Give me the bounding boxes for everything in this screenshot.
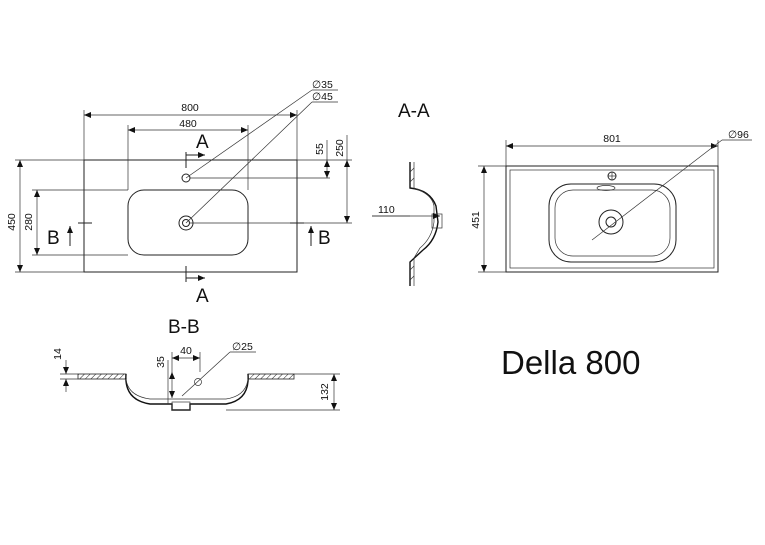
section-bb-left-slab xyxy=(77,373,127,380)
dim-132: 132 xyxy=(319,383,331,401)
dim-250: 250 xyxy=(334,139,346,157)
dim-55: 55 xyxy=(314,143,326,155)
top-view: 800 480 450 280 55 250 ∅35 ∅45 xyxy=(6,79,352,307)
dim-280: 280 xyxy=(23,213,35,231)
right-view: 801 451 ∅96 xyxy=(470,129,752,273)
right-view-basin-inner xyxy=(554,189,671,257)
right-view-basin-outer xyxy=(548,183,677,263)
drain-hole-inner xyxy=(182,219,190,227)
section-a-a: A-A 110 xyxy=(372,101,443,286)
section-mark-a-bottom: A xyxy=(196,286,209,307)
right-view-inner xyxy=(509,169,715,269)
section-bb-drain-circle xyxy=(194,378,202,386)
right-view-drain-outer xyxy=(598,209,624,235)
dim-hole-45: ∅45 xyxy=(312,91,333,103)
right-view-outline xyxy=(505,165,719,273)
top-view-basin xyxy=(127,189,249,256)
section-b-b: B-B 14 35 40 ∅25 132 xyxy=(52,317,340,411)
right-view-drain-inner xyxy=(605,216,617,228)
section-aa-title: A-A xyxy=(398,101,430,122)
dim-25: ∅25 xyxy=(232,341,253,353)
section-mark-b-left: B xyxy=(47,228,60,249)
dim-800: 800 xyxy=(181,102,199,114)
dim-14: 14 xyxy=(52,348,64,360)
section-bb-title: B-B xyxy=(168,317,200,338)
dim-451: 451 xyxy=(470,211,482,229)
dim-110: 110 xyxy=(378,204,395,216)
section-bb-right-slab xyxy=(247,373,295,380)
section-mark-a-top: A xyxy=(196,132,209,153)
overflow-slot xyxy=(596,185,616,191)
top-view-outline xyxy=(83,159,298,273)
dim-480: 480 xyxy=(179,118,197,130)
product-title: Della 800 xyxy=(501,344,640,381)
dim-35: 35 xyxy=(155,356,167,368)
dim-hole-35: ∅35 xyxy=(312,79,333,91)
dim-40: 40 xyxy=(180,345,192,357)
section-bb-bowl xyxy=(125,373,249,411)
dim-801: 801 xyxy=(603,133,621,145)
section-mark-b-right: B xyxy=(318,228,331,249)
dim-450: 450 xyxy=(6,213,18,231)
dim-96: ∅96 xyxy=(728,129,749,141)
